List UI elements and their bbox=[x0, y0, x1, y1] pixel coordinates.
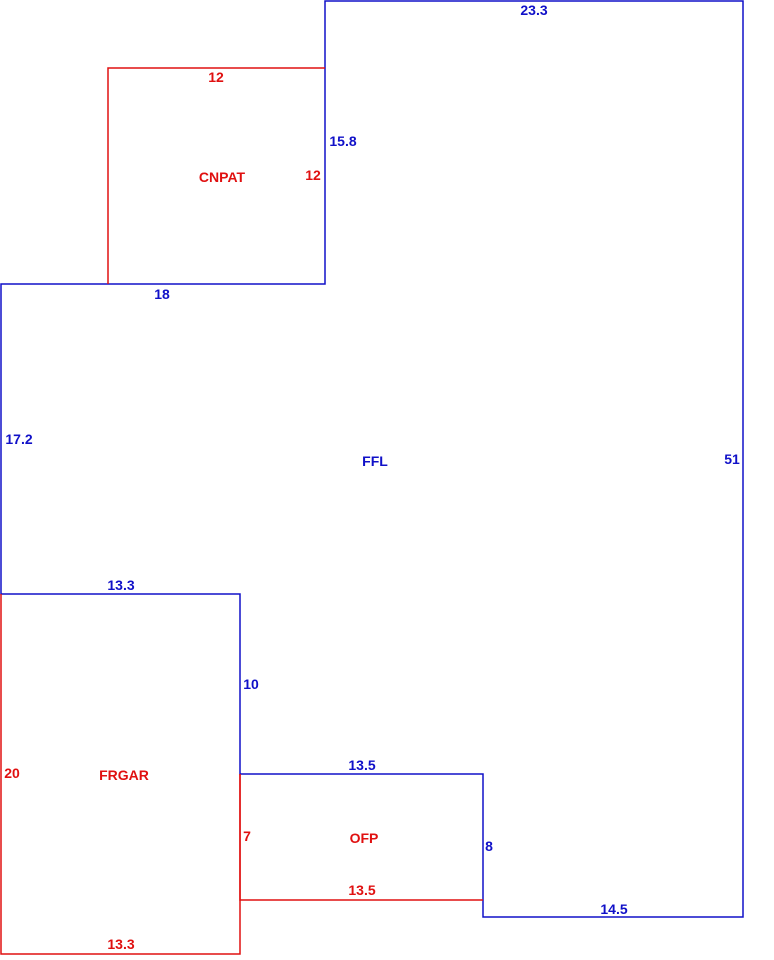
ffl-dim-bottom: 14.5 bbox=[600, 901, 627, 917]
cnpat-area-label: CNPAT bbox=[199, 169, 246, 185]
cnpat-outline bbox=[107, 67, 325, 284]
ofp-outline bbox=[239, 774, 483, 901]
ofp-area-label: OFP bbox=[350, 830, 379, 846]
cnpat-dim-top: 12 bbox=[208, 69, 224, 85]
ffl-dim-garage-top: 13.3 bbox=[107, 577, 134, 593]
frgar-dim-left: 20 bbox=[4, 765, 20, 781]
ffl-area-label: FFL bbox=[362, 453, 388, 469]
ofp-dim-left: 7 bbox=[243, 828, 251, 844]
ffl-dim-top: 23.3 bbox=[520, 2, 547, 18]
ffl-dim-right: 51 bbox=[724, 451, 740, 467]
cnpat-dim-right: 12 bbox=[305, 167, 321, 183]
frgar-dim-bottom: 13.3 bbox=[107, 936, 134, 952]
ffl-dim-patio-bottom: 18 bbox=[154, 286, 170, 302]
ffl-dim-notch-right: 8 bbox=[485, 838, 493, 854]
frgar-area-label: FRGAR bbox=[99, 767, 149, 783]
ofp-dim-bottom: 13.5 bbox=[348, 882, 375, 898]
ffl-dim-garage-right: 10 bbox=[243, 676, 259, 692]
ffl-dim-notch-bottom: 13.5 bbox=[348, 757, 375, 773]
ffl-dim-patio-right: 15.8 bbox=[329, 133, 356, 149]
ffl-dim-left: 17.2 bbox=[5, 431, 32, 447]
